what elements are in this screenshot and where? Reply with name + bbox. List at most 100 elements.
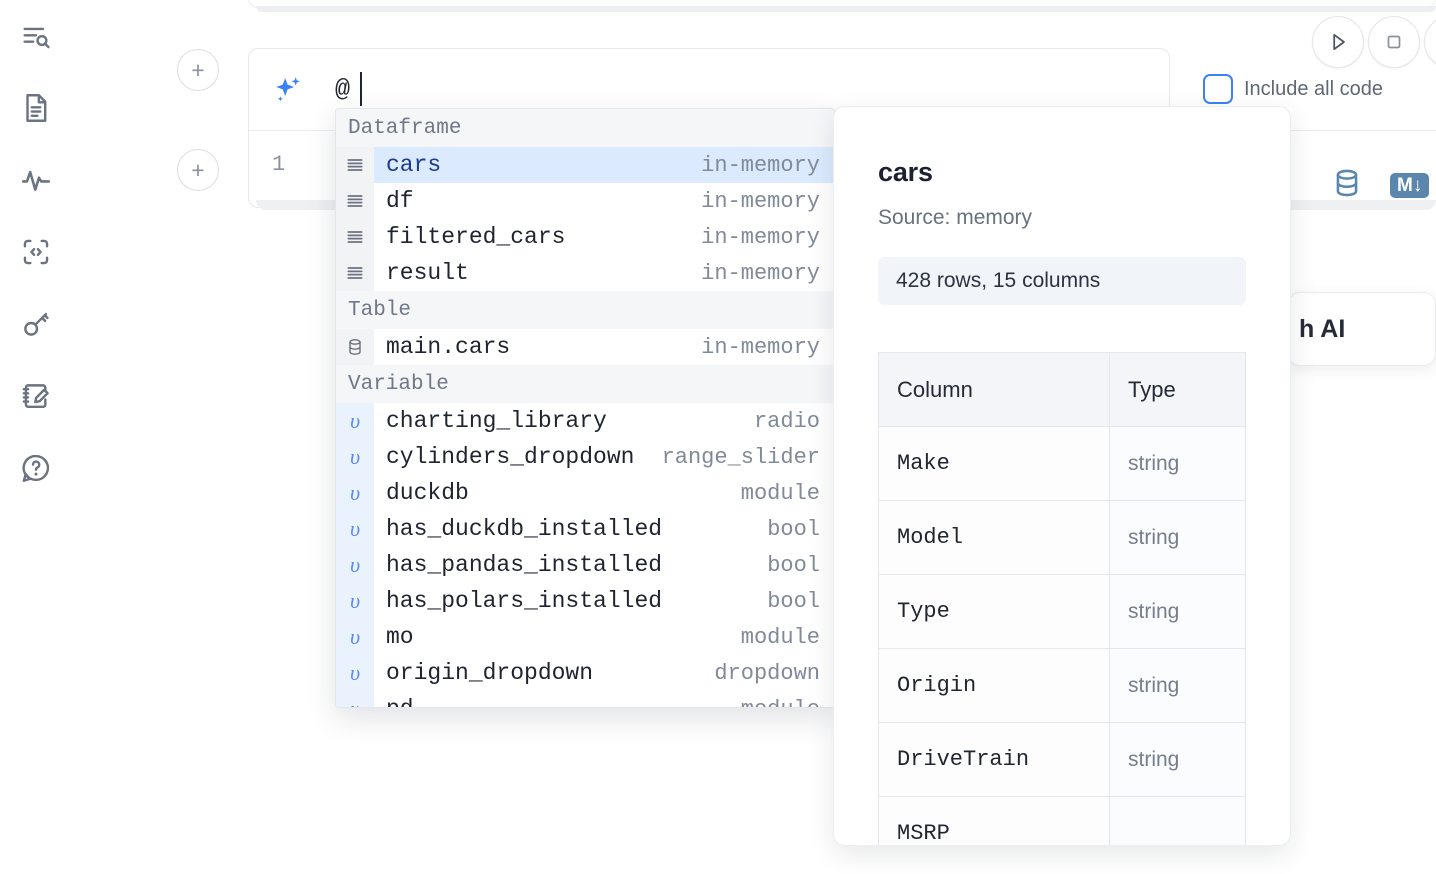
play-icon [1333, 33, 1345, 51]
schema-column-name: DriveTrain [878, 722, 1110, 797]
sidebar-item-outline-search[interactable] [14, 14, 58, 58]
run-cell-button[interactable] [1312, 16, 1364, 68]
autocomplete-item-name: result [386, 260, 469, 286]
variable-upsilon-icon: υ [336, 475, 374, 511]
sidebar-item-snippets[interactable] [14, 230, 58, 274]
autocomplete-item[interactable]: υpdmodule [336, 691, 834, 708]
add-cell-button-bottom[interactable]: + [177, 149, 219, 191]
autocomplete-item-name: charting_library [386, 408, 607, 434]
autocomplete-item[interactable]: υ has_polars_installed bool [336, 583, 834, 619]
database-icon [336, 329, 374, 365]
dataframe-preview-panel: cars Source: memory 428 rows, 15 columns… [833, 106, 1291, 846]
autocomplete-item-name: df [386, 188, 414, 214]
sidebar-item-activity[interactable] [14, 158, 58, 202]
autocomplete-item-type: bool [767, 588, 820, 614]
file-text-icon [19, 91, 53, 125]
autocomplete-item-type: bool [767, 552, 820, 578]
dataframe-rows-icon [336, 147, 374, 183]
autocomplete-item-type: in-memory [701, 188, 820, 214]
schema-column-type: string [1109, 648, 1246, 723]
sidebar-item-notebook-file[interactable] [14, 86, 58, 130]
autocomplete-item[interactable]: υ charting_library radio [336, 403, 834, 439]
autocomplete-item-name: cars [386, 152, 442, 178]
autocomplete-item-name: duckdb [386, 480, 469, 506]
activity-pulse-icon [19, 163, 53, 197]
ai-action-chip[interactable]: h AI [1288, 292, 1436, 366]
schema-column-type: string [1109, 500, 1246, 575]
autocomplete-item-type: module [740, 624, 820, 650]
variable-upsilon-icon: υ [336, 547, 374, 583]
cell-above-shadow [256, 6, 1436, 12]
variable-upsilon-icon: υ [336, 511, 374, 547]
schema-column-type [1109, 796, 1246, 845]
autocomplete-item-body: df in-memory [374, 183, 834, 219]
include-all-code-checkbox[interactable]: Include all code [1203, 74, 1383, 104]
include-all-code-label: Include all code [1244, 77, 1383, 100]
sparkles-icon [271, 73, 305, 107]
autocomplete-item-type: radio [753, 408, 820, 434]
dataframe-rows-icon [336, 255, 374, 291]
stop-cell-button[interactable] [1368, 16, 1420, 68]
cell-toolbar: M↓ [1330, 166, 1430, 205]
variable-upsilon-icon: υ [336, 403, 374, 439]
variable-upsilon-icon: υ [336, 583, 374, 619]
schema-column-type: string [1109, 722, 1246, 797]
icon-rail [0, 0, 72, 874]
autocomplete-item[interactable]: υ has_pandas_installed bool [336, 547, 834, 583]
autocomplete-item-type: in-memory [701, 152, 820, 178]
autocomplete-group-header: Table [336, 291, 834, 329]
schema-column-type: string [1109, 574, 1246, 649]
autocomplete-item-type: module [719, 697, 820, 708]
markdown-icon[interactable]: M↓ [1390, 173, 1430, 198]
notebook-pencil-icon [19, 379, 53, 413]
text-caret [360, 72, 362, 106]
sidebar-item-scratchpad[interactable] [14, 374, 58, 418]
autocomplete-item-name: has_pandas_installed [386, 552, 663, 578]
type-header: Type [1109, 352, 1246, 427]
autocomplete-item-name: cylinders_dropdown [386, 444, 635, 470]
sidebar-item-secrets[interactable] [14, 302, 58, 346]
table-row: MSRP [878, 796, 1246, 845]
autocomplete-item-name: mo [386, 624, 414, 650]
database-icon[interactable] [1330, 166, 1364, 205]
schema-column-name: Make [878, 426, 1110, 501]
variable-upsilon-icon: υ [336, 439, 374, 475]
autocomplete-item-type: in-memory [701, 334, 820, 360]
schema-column-name: Type [878, 574, 1110, 649]
autocomplete-item-name: has_polars_installed [386, 588, 663, 614]
autocomplete-item-body: pd module [374, 691, 834, 708]
sidebar-item-help[interactable] [14, 446, 58, 490]
ai-prompt-input[interactable]: @ [335, 75, 351, 104]
autocomplete-item[interactable]: cars in-memory [336, 147, 834, 183]
preview-source: Source: memory [878, 206, 1033, 229]
variable-upsilon-icon: υ [336, 655, 374, 691]
autocomplete-item[interactable]: df in-memory [336, 183, 834, 219]
autocomplete-item-name: pd [386, 696, 414, 707]
more-actions-button[interactable] [1424, 16, 1436, 68]
autocomplete-item-type: bool [767, 516, 820, 542]
list-search-icon [19, 19, 53, 53]
chat-question-icon [19, 451, 53, 485]
add-cell-button-top[interactable]: + [177, 49, 219, 91]
autocomplete-item-type: in-memory [701, 224, 820, 250]
autocomplete-item-type: dropdown [714, 660, 820, 686]
